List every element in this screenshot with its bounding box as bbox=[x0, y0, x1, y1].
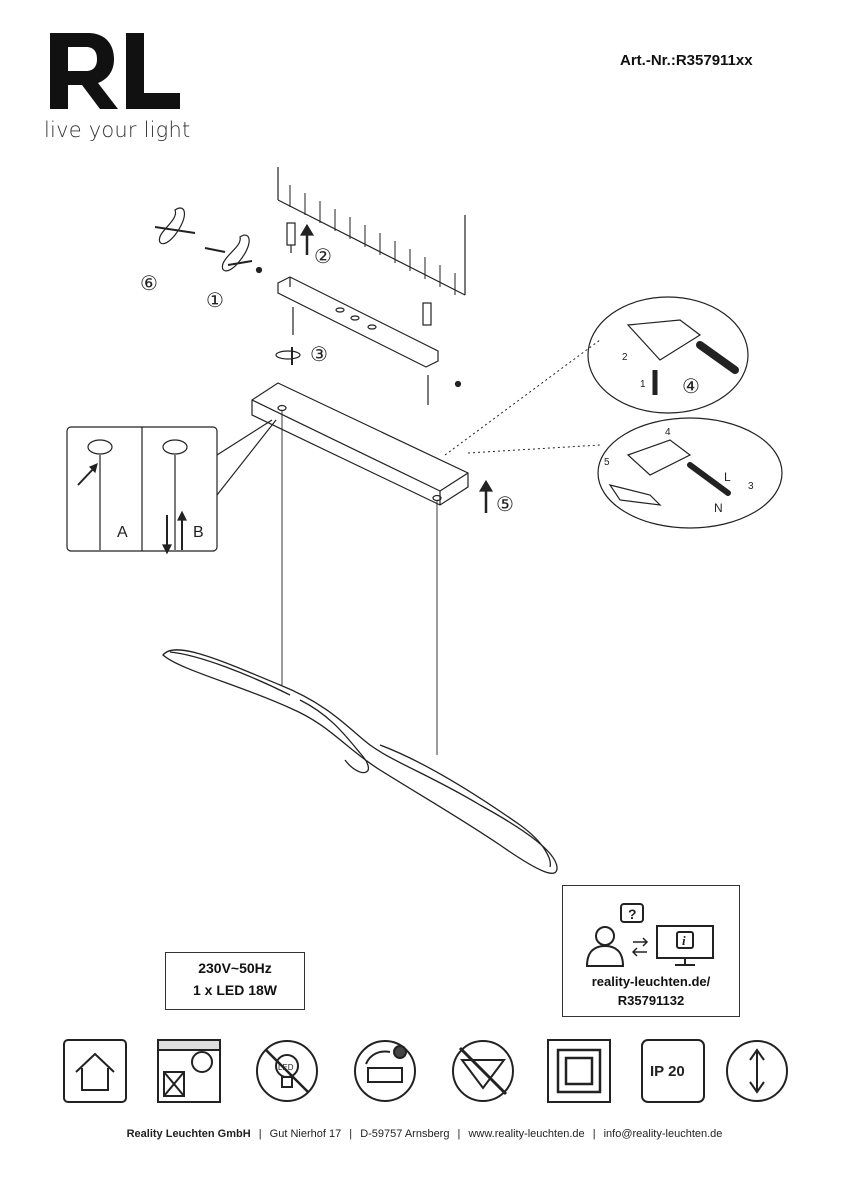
brand-logo bbox=[50, 33, 180, 109]
detail-label-a: A bbox=[117, 524, 128, 541]
monitor-info-icon: i bbox=[656, 925, 714, 966]
step-label-6: ⑥ bbox=[140, 273, 158, 295]
canopy bbox=[251, 382, 469, 506]
article-number: Art.-Nr.:R357911xx bbox=[620, 52, 753, 69]
luminaire-body bbox=[162, 649, 558, 874]
wiring-detail-4 bbox=[587, 296, 749, 414]
dowels-and-screws bbox=[255, 222, 462, 405]
svg-text:i: i bbox=[682, 933, 686, 948]
symbol-row: LED IP 20 bbox=[60, 1038, 800, 1108]
ip-rating-text: IP 20 bbox=[650, 1063, 685, 1080]
decor-rings bbox=[154, 207, 253, 272]
step-label-1: ① bbox=[206, 290, 224, 312]
step-label-2: ② bbox=[314, 246, 332, 268]
detail-box-ab bbox=[66, 419, 277, 555]
spec-voltage: 230V~50Hz bbox=[198, 960, 272, 976]
recycle-driver-icon bbox=[354, 1040, 416, 1102]
footer-separator: | bbox=[349, 1128, 353, 1140]
exchange-arrows-icon bbox=[631, 937, 649, 957]
info-box: ? i reality-leuchten.de/ R35791132 bbox=[562, 885, 740, 1017]
detail-label-b: B bbox=[193, 524, 204, 541]
no-dimmer-icon bbox=[452, 1040, 514, 1102]
step-label-3: ③ bbox=[310, 344, 328, 366]
spec-box: 230V~50Hz 1 x LED 18W bbox=[165, 952, 305, 1010]
person-question-icon: ? bbox=[585, 903, 644, 967]
spec-lamp: 1 x LED 18W bbox=[192, 982, 278, 998]
svg-text:?: ? bbox=[628, 906, 637, 922]
wiring-label-5: 5 bbox=[604, 457, 610, 468]
ip20-icon: IP 20 bbox=[641, 1039, 705, 1103]
info-url[interactable]: reality-leuchten.de/ R35791132 bbox=[563, 972, 739, 1010]
wiring-label-4: 4 bbox=[665, 427, 671, 438]
info-url-line2: R35791132 bbox=[617, 993, 685, 1008]
footer-email-link[interactable]: info@reality-leuchten.de bbox=[603, 1128, 723, 1140]
footer-separator: | bbox=[258, 1128, 262, 1140]
wiring-label-2: 2 bbox=[622, 352, 628, 363]
ceiling-light-icon bbox=[157, 1039, 221, 1103]
wiring-label-l: L bbox=[724, 470, 731, 484]
step-label-5: ⑤ bbox=[496, 494, 514, 516]
brand-tagline: live your light bbox=[44, 118, 191, 142]
no-bulb-replace-icon: LED bbox=[256, 1040, 318, 1102]
height-adjustable-icon bbox=[726, 1040, 788, 1102]
footer-separator: | bbox=[457, 1128, 461, 1140]
footer-city: D-59757 Arnsberg bbox=[360, 1128, 450, 1140]
footer-separator: | bbox=[592, 1128, 596, 1140]
info-url-line1: reality-leuchten.de/ bbox=[591, 974, 711, 989]
footer-address: Gut Nierhof 17 bbox=[269, 1128, 342, 1140]
step-label-4: ④ bbox=[682, 376, 700, 398]
ceiling-hatch bbox=[277, 167, 466, 296]
wiring-label-3: 3 bbox=[748, 481, 754, 492]
wiring-detail-5 bbox=[597, 417, 783, 529]
assembly-diagram: ① ② ③ ④ ⑤ ⑥ A B 1 2 3 4 5 L N bbox=[66, 167, 783, 874]
footer-website-link[interactable]: www.reality-leuchten.de bbox=[468, 1128, 585, 1140]
footer-company: Reality Leuchten GmbH bbox=[126, 1128, 251, 1140]
footer: Reality Leuchten GmbH | Gut Nierhof 17 |… bbox=[0, 1128, 849, 1140]
house-icon bbox=[63, 1039, 127, 1103]
led-text: LED bbox=[278, 1063, 294, 1072]
protection-class-2-icon bbox=[547, 1039, 611, 1103]
mounting-bracket bbox=[277, 276, 439, 368]
wiring-label-n: N bbox=[714, 501, 723, 515]
wiring-label-1: 1 bbox=[640, 379, 646, 390]
